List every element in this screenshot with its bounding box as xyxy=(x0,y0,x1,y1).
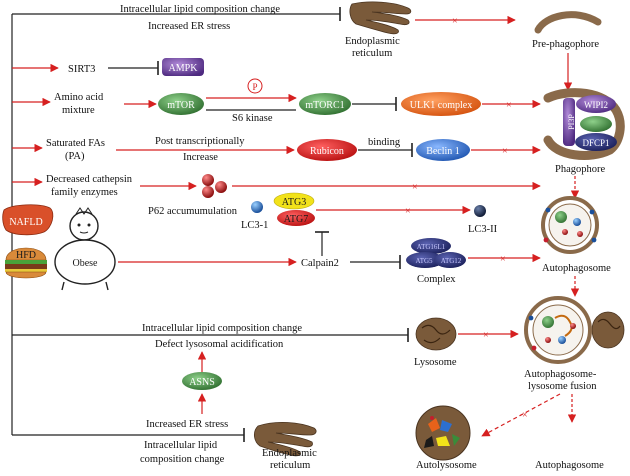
rubicon-label: Rubicon xyxy=(310,146,344,157)
lc3-2-icon xyxy=(474,205,486,217)
phagophore-green-pill xyxy=(580,116,612,132)
nafld-label: NAFLD xyxy=(9,217,42,228)
complex-label: Complex xyxy=(417,274,456,285)
ampk-box xyxy=(162,58,204,76)
atg7-pill xyxy=(277,210,315,226)
ampk-label: AMPK xyxy=(169,63,199,74)
hfd-label: HFD xyxy=(16,250,36,261)
lower-er-stress-label: Increased ER stress xyxy=(146,419,228,430)
autophagosome-bottom-label: Autophagosome xyxy=(535,460,604,471)
bottom-endoplasmic-reticulum-icon xyxy=(254,422,317,457)
increase-label: Increase xyxy=(183,152,218,163)
rubicon-pill xyxy=(297,139,357,161)
bottom-lipid-label-2: composition change xyxy=(140,454,225,465)
binding-label: binding xyxy=(368,137,401,148)
wipi2-pill xyxy=(576,95,616,113)
dfcp1-label: DFCP1 xyxy=(582,138,609,148)
top-er-label-1: Endoplasmic xyxy=(345,36,400,47)
block-x-mark: × xyxy=(483,330,489,341)
complex-atg16l1-label: ATG16L1 xyxy=(417,243,446,251)
mtorc1-label: mTORC1 xyxy=(305,100,344,111)
autolysosome-icon xyxy=(415,405,471,461)
post-transcript-label: Post transcriptionally xyxy=(155,136,245,147)
phospho-circle xyxy=(247,78,263,94)
ulk1-pill xyxy=(401,92,481,116)
autophagosome-icon xyxy=(541,196,599,254)
amino-label-2: mixture xyxy=(62,105,95,116)
fusion-label-2: lysosome fusion xyxy=(528,381,597,392)
pi3p-label: PI3P xyxy=(567,114,576,130)
phospho-label: P xyxy=(252,82,257,92)
cathepsin-label-1: Decreased cathepsin xyxy=(46,174,133,185)
lc3-1-label: LC3-1 xyxy=(241,220,268,231)
complex-atg12-label: ATG12 xyxy=(441,257,462,265)
block-x-mark: × xyxy=(506,100,512,111)
phagophore-label: Phagophore xyxy=(555,164,605,175)
autophagosome-lysosome-fusion-icon xyxy=(524,296,625,364)
asns-label: ASNS xyxy=(189,377,215,388)
mtor-label: mTOR xyxy=(167,100,195,111)
bottom-lipid-label-1: Intracellular lipid xyxy=(144,440,218,451)
block-x-mark: × xyxy=(502,146,508,157)
bottom-er-label-2: reticulum xyxy=(270,460,310,471)
atg-complex-icon xyxy=(406,238,466,268)
lc3-1-icon xyxy=(251,201,263,213)
cathepsin-label-2: family enzymes xyxy=(51,187,118,198)
top-lipid-label: Intracellular lipid composition change xyxy=(120,4,280,15)
wipi2-label: WIPI2 xyxy=(584,100,608,110)
pre-phagophore-icon xyxy=(534,11,602,34)
mtorc1-pill xyxy=(299,93,351,115)
obese-person-icon xyxy=(54,207,116,291)
top-er-label-2: reticulum xyxy=(352,48,392,59)
block-x-mark: × xyxy=(405,206,411,217)
complex-atg5-label: ATG5 xyxy=(415,257,433,265)
p62-aggregate-icon xyxy=(202,174,227,198)
nafld-liver-icon xyxy=(2,204,54,236)
atg7-label: ATG7 xyxy=(284,214,308,225)
dfcp1-pill xyxy=(575,133,617,151)
endoplasmic-reticulum-icon xyxy=(349,1,412,35)
block-x-mark: × xyxy=(522,410,528,421)
block-x-mark: × xyxy=(500,254,506,265)
satfa-label-2: (PA) xyxy=(65,151,85,162)
amino-label-1: Amino acid xyxy=(54,92,104,103)
asns-pill xyxy=(182,372,222,390)
autophagosome-label: Autophagosome xyxy=(542,263,611,274)
lower-lipid-label: Intracellular lipid composition change xyxy=(142,323,302,334)
pre-phagophore-label: Pre-phagophore xyxy=(532,39,599,50)
lysosome-label: Lysosome xyxy=(414,357,457,368)
p62-label: P62 accumumulation xyxy=(148,206,238,217)
hfd-burger-icon xyxy=(5,247,47,279)
top-er-stress-label: Increased ER stress xyxy=(148,21,230,32)
atg3-label: ATG3 xyxy=(282,197,306,208)
s6-kinase-label: S6 kinase xyxy=(232,113,273,124)
obese-label: Obese xyxy=(73,258,99,269)
block-x-mark: × xyxy=(452,16,458,27)
mtor-pill xyxy=(158,93,204,115)
lc3-2-label: LC3-II xyxy=(468,224,498,235)
lysosome-icon xyxy=(415,317,457,351)
beclin-pill xyxy=(416,139,470,161)
ulk1-label: ULK1 complex xyxy=(410,100,473,111)
calpain-label: Calpain2 xyxy=(301,258,339,269)
fusion-to-autolysosome-arrow xyxy=(481,393,561,437)
pi3p-box xyxy=(563,98,575,146)
satfa-label-1: Saturated FAs xyxy=(46,138,105,149)
atg3-pill xyxy=(273,192,315,210)
autolysosome-label: Autolysosome xyxy=(416,460,477,471)
sirt3-label: SIRT3 xyxy=(68,64,95,75)
block-x-mark: × xyxy=(412,182,418,193)
phagophore-structure xyxy=(543,88,625,160)
fusion-label-1: Autophagosome- xyxy=(524,369,597,380)
beclin-label: Beclin 1 xyxy=(426,146,460,157)
bottom-er-label-1: Endoplasmic xyxy=(262,448,317,459)
defect-acidification-label: Defect lysosomal acidification xyxy=(155,339,284,350)
